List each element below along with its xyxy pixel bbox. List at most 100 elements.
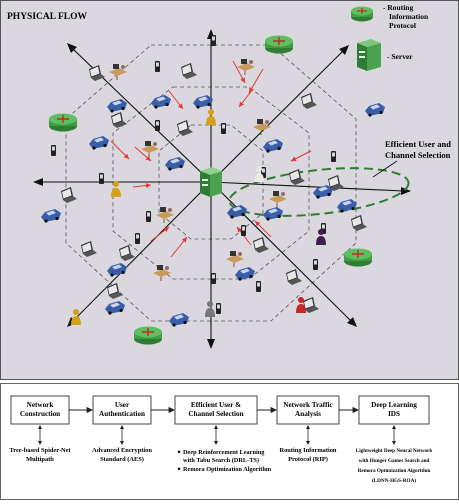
mobile-phone-icon [331,151,336,162]
red-arrowhead [237,227,243,233]
router-icon [49,113,77,132]
flow-step-detail-line: Tree-based Spider-Net [9,447,71,454]
desk-user-icon [269,191,287,207]
car-icon [193,95,213,109]
arrowhead [401,187,411,195]
desk-user-icon [156,207,174,223]
bullet-dot [177,450,181,454]
mobile-phone-icon [211,35,216,46]
car-icon [151,95,171,109]
person-icon [111,181,121,197]
flow-step-title-line: Network [27,401,54,409]
flow-detail-arrowhead [38,425,42,429]
flow-step-detail-line: Standard (AES) [100,456,144,463]
red-arrowhead [240,77,245,83]
red-arrowhead [181,237,187,243]
flow-detail-arrowhead [214,441,218,445]
red-arrowhead [291,156,297,161]
red-arrowhead [255,221,261,227]
flow-step-box [10,395,70,425]
flow-step-detail-line: Advanced Encryption [92,447,152,454]
legend: - Routing Information Protocol - Server [351,3,430,71]
flow-detail-arrowhead [38,441,42,445]
annotation-arrow [372,160,398,178]
car-icon [105,301,125,315]
legend-router-line: Protocol [389,21,416,30]
laptop-icon [111,112,127,128]
flow-detail-arrowhead [120,441,124,445]
flow-step-title-line: Analysis [295,410,321,418]
flow-step-box [358,395,430,425]
selection-annotation: Efficient User and Channel Selection [385,139,453,160]
flow-step-title-line: Authentication [99,410,145,418]
desk-user-icon [141,141,159,157]
mobile-phone-icon [155,120,160,131]
mobile-phone-icon [313,259,318,270]
mobile-phone-icon [211,273,216,284]
car-icon [165,157,185,171]
laptop-icon [286,269,302,285]
selection-bullet-line: Deep Reinforcement Learning [183,449,265,456]
flow-step-title-line: Construction [20,410,60,418]
flow-detail-arrowhead [306,425,310,429]
legend-server-label: - Server [387,52,413,61]
red-flow-arrows [110,60,312,258]
network-diagram: PHYSICAL FLOW - Routing Information Prot… [7,3,453,349]
car-icon [107,263,127,277]
person-icon [71,309,81,325]
router-icon [134,326,162,345]
physical-flow-panel: PHYSICAL FLOW - Routing Information Prot… [0,0,459,380]
red-arrowhead [145,183,151,189]
mobile-phone-icon [221,123,226,134]
red-arrowhead [249,87,254,93]
flow-step-detail-line: Routing Information [280,447,337,454]
legend-router-line: - Routing [383,3,413,12]
person-icon [316,229,326,245]
flow-step-box [174,395,258,425]
person-icon [296,297,306,313]
arrowhead [33,178,43,186]
mobile-phone-icon [155,61,160,72]
mobile-phone-icon [99,173,104,184]
mobile-phone-icon [146,211,151,222]
red-arrowhead [123,153,129,159]
flow-step-box [276,395,340,425]
car-icon [169,313,189,327]
laptop-icon [81,241,97,257]
flow-step-detail-line: Lightweight Deep Neural Network [356,448,433,454]
flow-step-title-line: Deep Learning [371,401,417,409]
router-icon [351,6,373,22]
legend-router-label: - Routing Information Protocol [383,3,430,30]
spoke-e [210,181,404,192]
person-icon [206,109,216,125]
mobile-phone-icon [51,145,56,156]
flow-step-title: Efficient User &Channel Selection [188,401,243,418]
panel-title: PHYSICAL FLOW [7,12,87,22]
red-arrowhead [239,101,245,107]
laptop-icon [289,169,305,185]
red-arrowhead [177,103,183,109]
selection-bullet: Remora Optimization Algorithm [183,466,272,473]
laptop-icon [181,63,197,79]
spoke-ne [210,50,344,183]
flow-step-detail-line: with Hunger Games Search and [359,458,430,464]
selection-ellipse [228,167,410,217]
router-icon [265,35,293,54]
outer-ring [65,44,357,322]
arrowhead [207,339,215,349]
spoke-se [210,181,352,322]
mobile-phone-icon [256,281,261,292]
car-icon [337,199,357,213]
flow-detail-arrowhead [120,425,124,429]
